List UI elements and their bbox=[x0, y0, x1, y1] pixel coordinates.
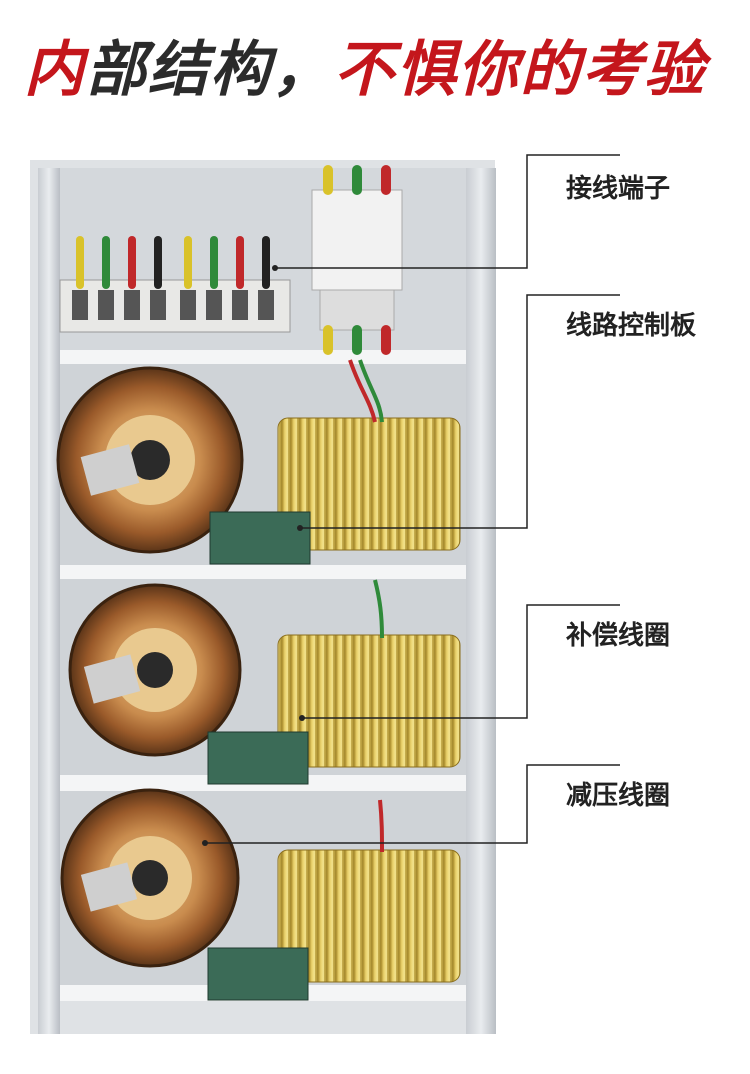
headline: 内部结构，不惧你的考验 bbox=[24, 30, 724, 110]
callout-compensation-coil: 补偿线圈 bbox=[566, 621, 671, 651]
callout-control-board: 线路控制板 bbox=[566, 311, 697, 341]
headline-first-char: 内 bbox=[24, 35, 86, 105]
stabilizer-interior-photo bbox=[30, 160, 496, 1034]
callout-terminal: 接线端子 bbox=[566, 174, 671, 204]
headline-dark-text: 部结构， bbox=[86, 35, 334, 105]
callout-buck-coil: 减压线圈 bbox=[566, 781, 671, 811]
headline-red-text: 不惧你的考验 bbox=[334, 35, 706, 105]
